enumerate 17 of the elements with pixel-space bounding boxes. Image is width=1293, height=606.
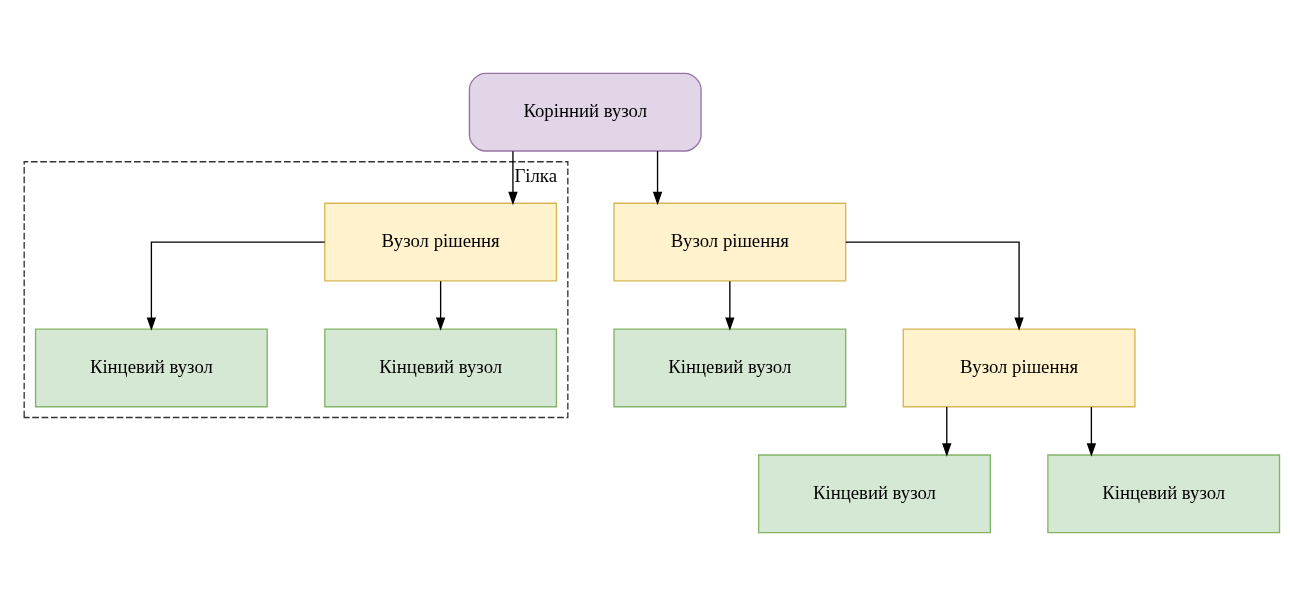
node-box: Кінцевий вузол <box>1047 454 1281 534</box>
node-box: Кінцевий вузол <box>34 328 268 408</box>
node-box: Вузол рішення <box>324 202 558 282</box>
arrow <box>146 241 326 331</box>
node-box: Вузол рішення <box>902 328 1136 408</box>
arrow <box>508 150 518 206</box>
arrow <box>652 150 663 206</box>
node-box: Корінний вузол <box>468 72 702 152</box>
arrow <box>435 280 446 331</box>
arrow <box>845 241 1024 331</box>
arrow <box>942 406 952 457</box>
node-box: Кінцевий вузол <box>613 328 847 408</box>
arrow <box>725 280 735 331</box>
node-box: Вузол рішення <box>613 202 847 282</box>
arrow <box>1086 406 1097 457</box>
node-box: Кінцевий вузол <box>324 328 558 408</box>
node-box: Кінцевий вузол <box>757 454 991 534</box>
